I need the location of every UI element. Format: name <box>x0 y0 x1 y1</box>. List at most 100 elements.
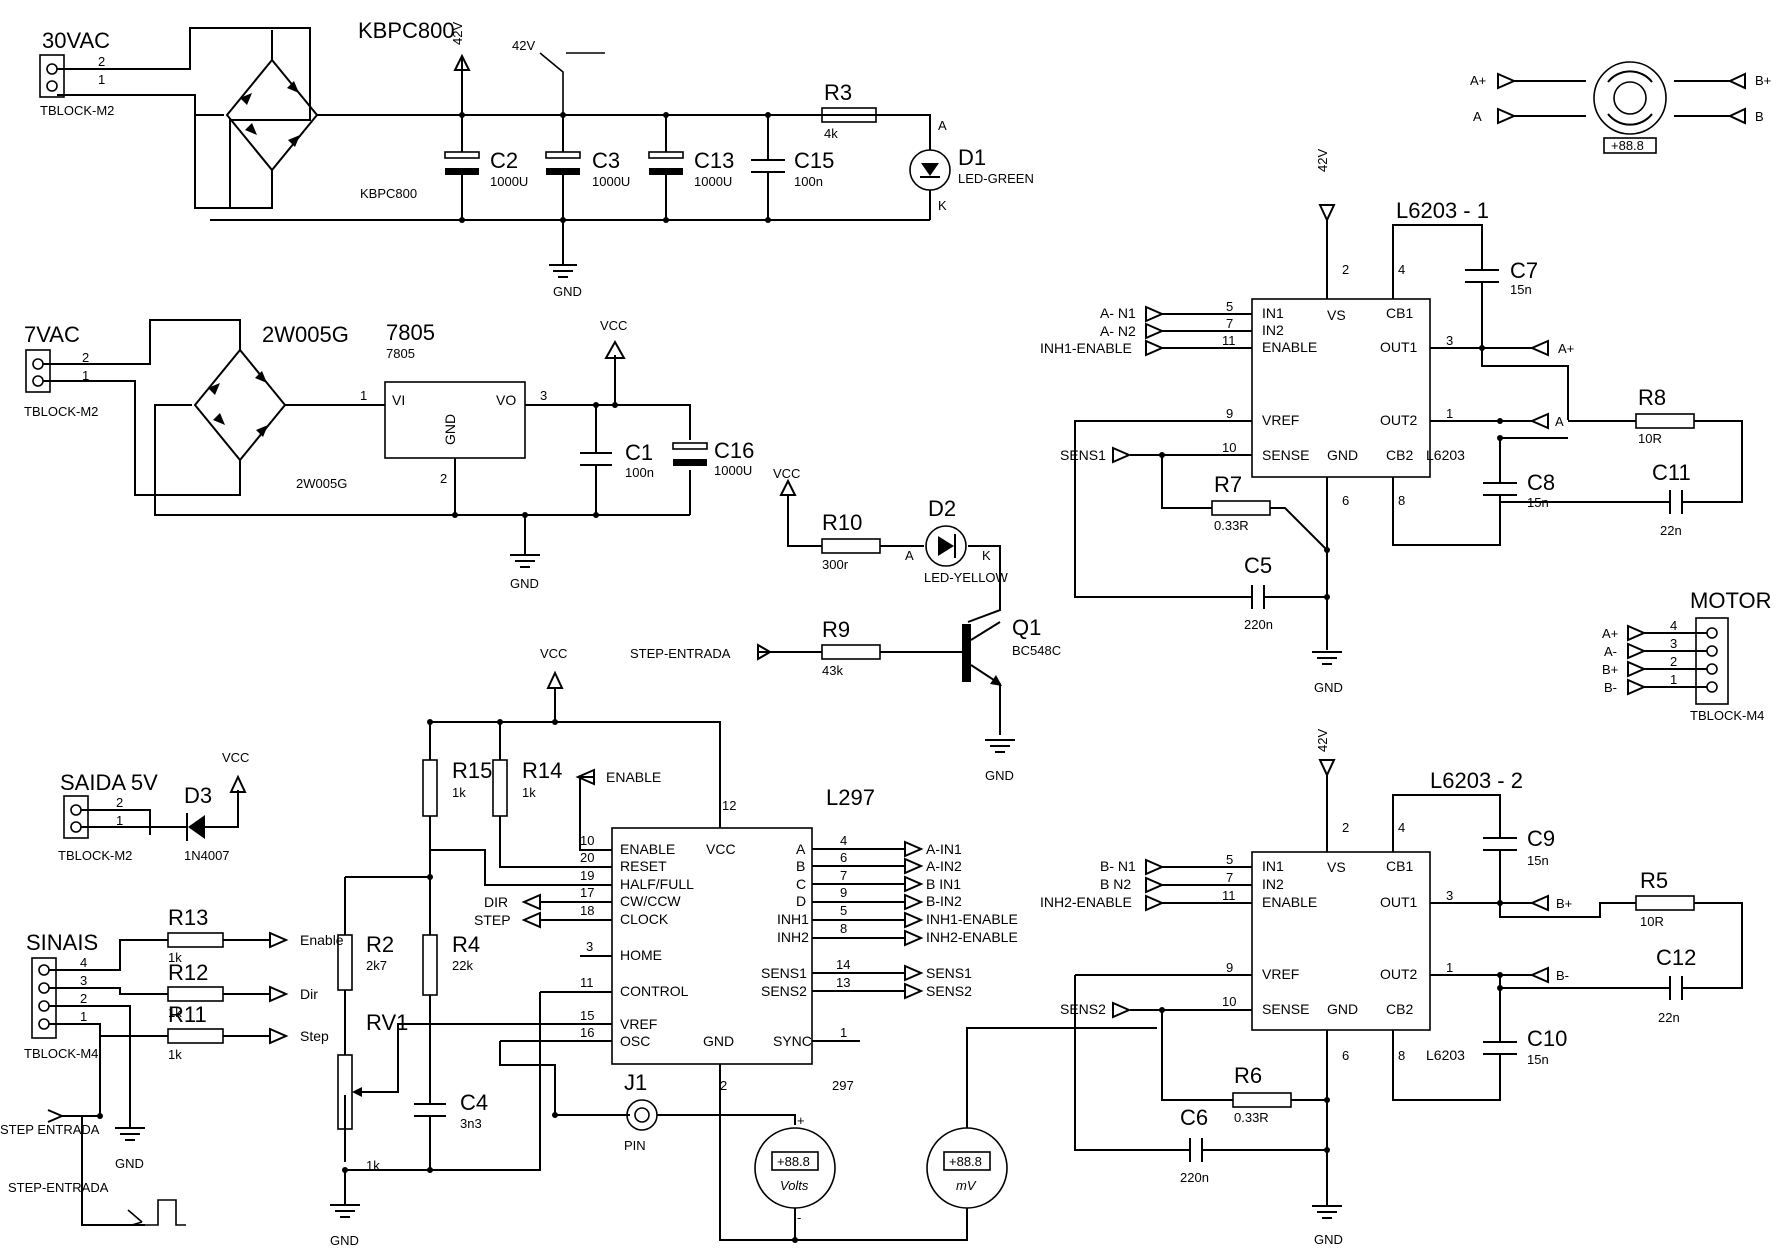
svg-text:VI: VI <box>392 392 405 408</box>
svg-text:Enable: Enable <box>300 932 344 948</box>
svg-text:2: 2 <box>1670 654 1677 669</box>
svg-text:3: 3 <box>540 388 547 403</box>
cap-c1: C1 100n <box>580 405 654 515</box>
svg-text:B: B <box>1755 109 1764 124</box>
svg-text:ENABLE: ENABLE <box>1262 894 1317 910</box>
svg-text:R4: R4 <box>452 932 480 957</box>
svg-text:6: 6 <box>840 850 847 865</box>
svg-text:OSC: OSC <box>620 1033 650 1049</box>
svg-text:0.33R: 0.33R <box>1214 518 1249 533</box>
svg-text:R9: R9 <box>822 617 850 642</box>
resistor-r4 <box>422 934 438 996</box>
svg-text:1000U: 1000U <box>694 174 732 189</box>
svg-text:L6203 - 2: L6203 - 2 <box>1430 768 1523 793</box>
svg-text:C12: C12 <box>1656 945 1696 970</box>
svg-text:A: A <box>1555 414 1564 429</box>
svg-text:R14: R14 <box>522 758 562 783</box>
svg-text:1k: 1k <box>168 950 182 965</box>
svg-text:0.33R: 0.33R <box>1234 1110 1269 1125</box>
svg-text:20: 20 <box>580 850 594 865</box>
logic-supply: 7VAC 2 1 TBLOCK-M2 2W005G 2W005G 7805 78… <box>24 318 754 591</box>
svg-text:18: 18 <box>580 903 594 918</box>
svg-text:D: D <box>796 893 806 909</box>
output-5v: SAIDA 5V 2 1 TBLOCK-M2 D3 1N4007 VCC <box>58 750 249 863</box>
svg-text:GND: GND <box>115 1156 144 1171</box>
svg-text:GND: GND <box>985 768 1014 783</box>
svg-text:220n: 220n <box>1244 617 1273 632</box>
cap-c2: C2 1000U <box>444 115 528 220</box>
resistor-r3: R3 4k <box>821 80 931 220</box>
svg-text:11: 11 <box>580 975 594 990</box>
svg-text:SENS2: SENS2 <box>926 983 972 999</box>
svg-text:42V: 42V <box>1315 729 1330 752</box>
svg-text:GND: GND <box>510 576 539 591</box>
svg-text:K: K <box>938 198 947 213</box>
svg-text:2W005G: 2W005G <box>262 322 349 347</box>
svg-text:13: 13 <box>836 975 850 990</box>
svg-text:R8: R8 <box>1638 385 1666 410</box>
svg-text:A+: A+ <box>1602 626 1618 641</box>
svg-text:2: 2 <box>98 54 105 69</box>
svg-text:B-IN2: B-IN2 <box>926 893 962 909</box>
svg-text:3: 3 <box>1446 333 1453 348</box>
svg-text:10: 10 <box>1222 994 1236 1009</box>
svg-text:2: 2 <box>1342 820 1349 835</box>
svg-text:14: 14 <box>836 957 850 972</box>
led-d1: D1 LED-GREEN A K <box>909 118 1034 213</box>
svg-text:7805: 7805 <box>386 346 415 361</box>
svg-text:GND: GND <box>442 414 458 445</box>
svg-text:ENABLE: ENABLE <box>1262 339 1317 355</box>
svg-text:C2: C2 <box>490 148 518 173</box>
svg-text:GND: GND <box>703 1033 734 1049</box>
svg-text:HOME: HOME <box>620 947 662 963</box>
svg-text:B-: B- <box>1556 968 1569 983</box>
resistor-r7 <box>1211 500 1271 516</box>
ic-l6203-2 <box>1251 851 1431 1031</box>
svg-text:3: 3 <box>1446 888 1453 903</box>
svg-text:L6203: L6203 <box>1426 1047 1465 1063</box>
svg-text:R12: R12 <box>168 960 208 985</box>
svg-text:5: 5 <box>1226 852 1233 867</box>
svg-text:CB2: CB2 <box>1386 447 1413 463</box>
resistor-r15 <box>422 759 438 817</box>
regulator-7805: 7805 7805 VI VO GND 1 3 2 <box>360 320 691 515</box>
svg-text:2: 2 <box>440 471 447 486</box>
svg-text:R13: R13 <box>168 905 208 930</box>
svg-text:1k: 1k <box>168 1005 182 1020</box>
svg-text:+88.8: +88.8 <box>777 1154 810 1169</box>
svg-text:42V: 42V <box>450 22 465 45</box>
svg-text:SAIDA 5V: SAIDA 5V <box>60 770 158 795</box>
svg-text:17: 17 <box>580 885 594 900</box>
svg-text:B IN1: B IN1 <box>926 876 961 892</box>
svg-text:BC548C: BC548C <box>1012 643 1061 658</box>
svg-text:VREF: VREF <box>1262 966 1299 982</box>
svg-text:RESET: RESET <box>620 858 667 874</box>
svg-text:STEP: STEP <box>474 912 511 928</box>
svg-text:7: 7 <box>1226 316 1233 331</box>
svg-text:VO: VO <box>496 392 516 408</box>
svg-text:ENABLE: ENABLE <box>620 841 675 857</box>
svg-text:B- N1: B- N1 <box>1100 858 1136 874</box>
svg-text:3: 3 <box>80 973 87 988</box>
svg-text:VCC: VCC <box>540 646 567 661</box>
svg-text:12: 12 <box>722 798 736 813</box>
svg-text:GND: GND <box>330 1233 359 1248</box>
svg-text:A-: A- <box>1604 644 1617 659</box>
svg-text:TBLOCK-M2: TBLOCK-M2 <box>58 848 132 863</box>
svg-text:220n: 220n <box>1180 1170 1209 1185</box>
svg-text:IN2: IN2 <box>1262 322 1284 338</box>
cap-c16: C16 1000U <box>672 438 754 478</box>
svg-text:R10: R10 <box>822 510 862 535</box>
svg-text:A-IN1: A-IN1 <box>926 841 962 857</box>
svg-text:A: A <box>905 548 914 563</box>
svg-text:D3: D3 <box>184 783 212 808</box>
svg-text:VCC: VCC <box>773 466 800 481</box>
svg-text:1: 1 <box>360 388 367 403</box>
volt-meter: +88.8 Volts + - <box>754 1113 836 1225</box>
svg-text:1000U: 1000U <box>714 463 752 478</box>
svg-text:C1: C1 <box>625 440 653 465</box>
pin-j1: J1 PIN <box>624 1070 658 1153</box>
svg-text:B: B <box>796 858 805 874</box>
svg-text:3: 3 <box>586 939 593 954</box>
